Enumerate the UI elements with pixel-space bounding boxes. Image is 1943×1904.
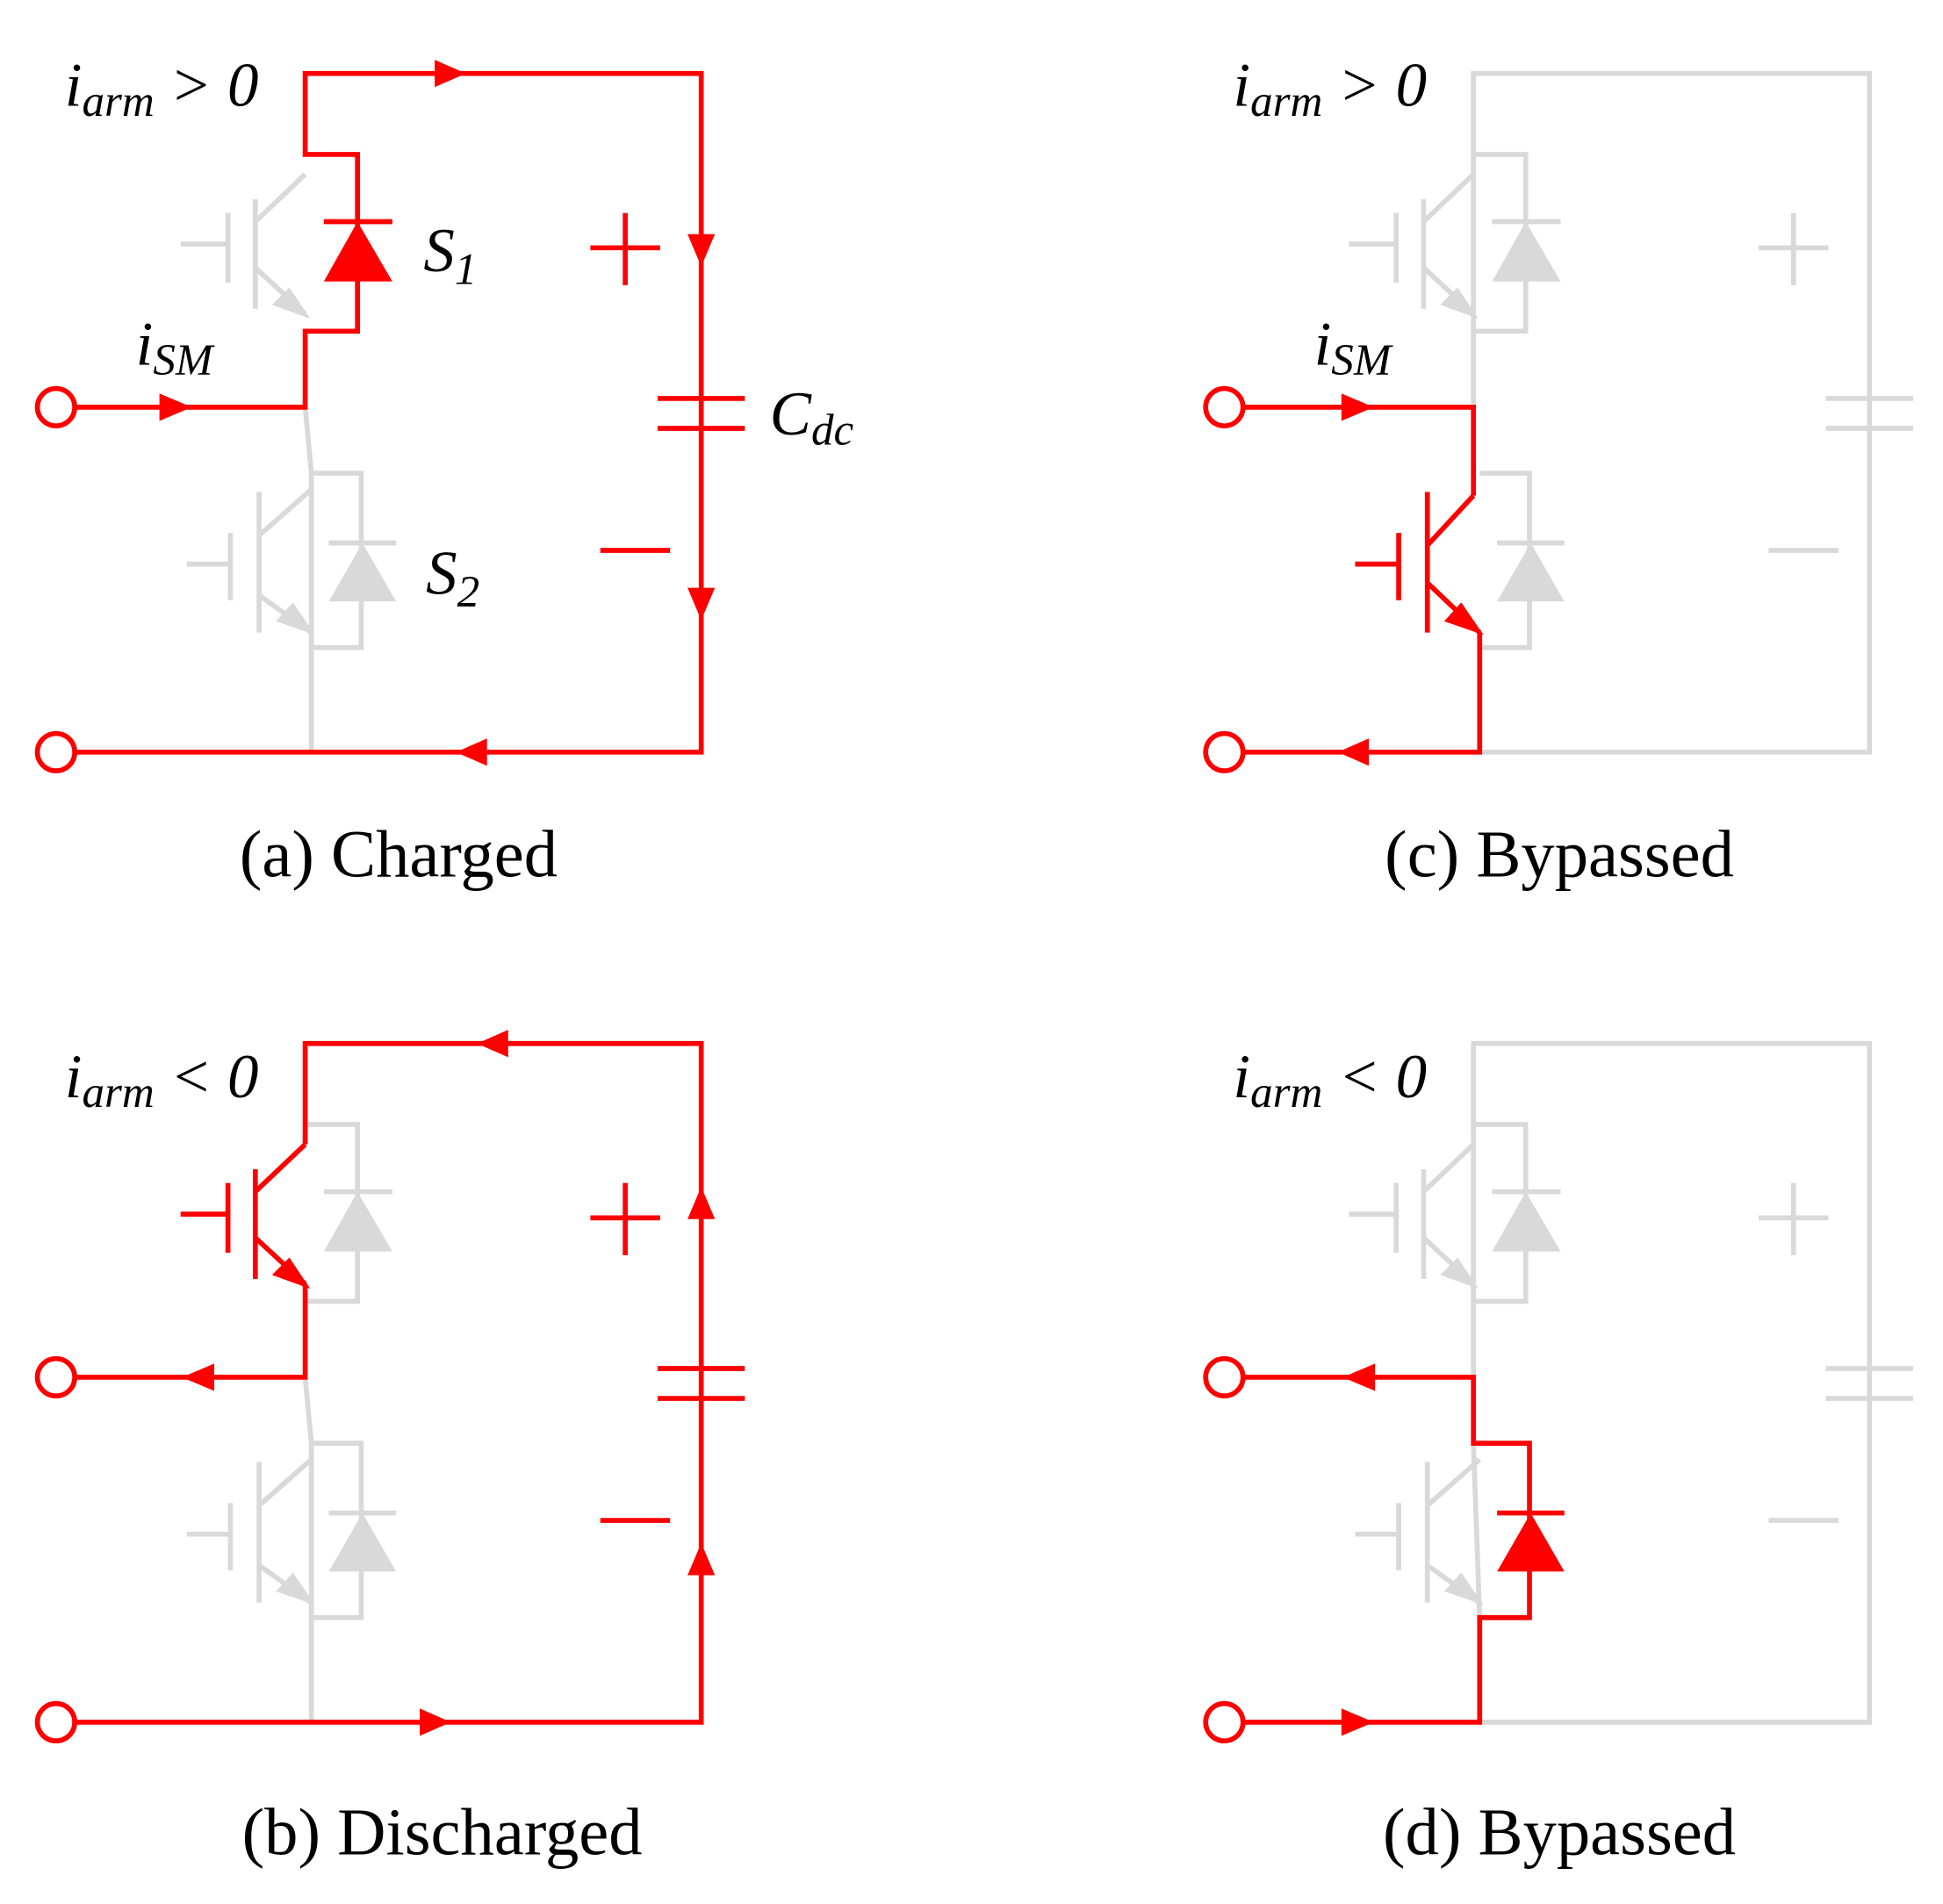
- active-path: [34, 1030, 745, 1744]
- panel-d: iarm < 0 (d) Bypassed: [1203, 1040, 1913, 1869]
- active-path: [34, 60, 745, 773]
- active-path: [1203, 385, 1484, 773]
- ism-label: iSM: [136, 311, 215, 385]
- s1-label: S1: [423, 217, 477, 294]
- inactive-parts: [1349, 1040, 1913, 1725]
- caption-d: (d) Bypassed: [1383, 1794, 1736, 1869]
- condition-label: iarm > 0: [65, 52, 259, 126]
- inactive-parts: [180, 172, 397, 752]
- condition-label: iarm < 0: [65, 1043, 259, 1117]
- ism-label: iSM: [1314, 311, 1393, 385]
- cdc-label: Cdc: [770, 380, 854, 455]
- panel-c: iarm > 0 iSM (c) Bypassed: [1203, 52, 1913, 892]
- panel-b: iarm < 0 (b) Discharged: [34, 1030, 745, 1869]
- caption-b: (b) Discharged: [242, 1794, 643, 1869]
- active-path: [1203, 1355, 1565, 1744]
- caption-c: (c) Bypassed: [1385, 817, 1734, 892]
- panel-a: iarm > 0 iSM S1 S2 Cdc (a) Charged: [34, 52, 854, 892]
- condition-label: iarm < 0: [1233, 1043, 1427, 1117]
- s2-label: S2: [426, 540, 479, 617]
- condition-label: iarm > 0: [1233, 52, 1427, 126]
- inactive-parts: [186, 1043, 397, 1722]
- caption-a: (a) Charged: [240, 817, 558, 892]
- inactive-parts: [1349, 70, 1913, 755]
